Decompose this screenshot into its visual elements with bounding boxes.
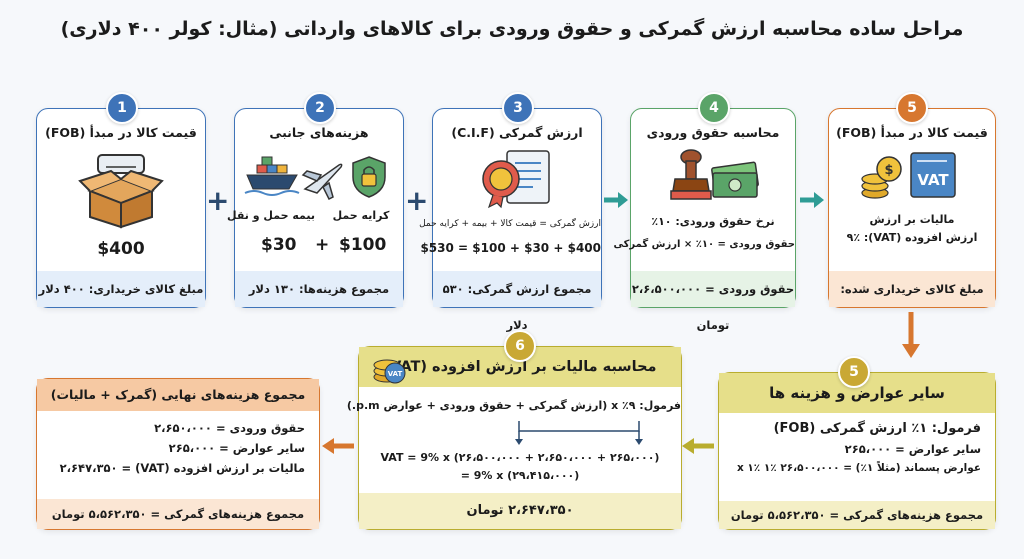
vat-calculation-2: = 9% x (۲۹،۴۱۵،۰۰۰) — [460, 469, 580, 482]
arrow-right-icon — [604, 192, 628, 208]
plus-icon: + — [405, 184, 429, 217]
step-3-card: ارزش گمرکی (C.I.F) ارزش گمرکی = قیمت کال… — [419, 108, 602, 332]
step-5-heading: قیمت کالا در مبدأ (FOB) — [836, 125, 988, 140]
final-duty: حقوق ورودی = ۲،۶۵۰،۰۰۰ — [154, 421, 305, 435]
step-1-heading: قیمت کالا در مبدأ (FOB) — [45, 125, 197, 140]
cash-icon — [711, 161, 759, 198]
vat-label-1: مالیات بر ارزش — [869, 213, 955, 226]
svg-text:$: $ — [884, 163, 893, 178]
step-2-badge: 2 — [304, 92, 336, 124]
vat-coin-label: VAT — [388, 370, 403, 378]
arrow-down-icon — [902, 312, 920, 358]
step-5-badge: 5 — [896, 92, 928, 124]
box-icon — [78, 154, 164, 229]
step-4-footer: حقوق ورودی = ۲،۶،۵۰۰،۰۰۰ تومان — [631, 271, 795, 332]
step-2-footer: مجموع هزینه‌ها: ۱۳۰ دلار — [235, 271, 403, 307]
step-4-card: محاسبه حقوق ورودی نرخ حقوق ورودی: ۱۰٪ حق… — [613, 108, 796, 332]
vat-calculation-1: VAT = 9% x (۲۶،۵۰۰،۰۰۰ + ۲،۶۵۰،۰۰۰ + ۲۶۵… — [380, 451, 660, 464]
step-5-card: قیمت کالا در مبدأ (FOB) $ VAT مالیات بر … — [828, 108, 996, 308]
step-6-heading: محاسبه مالیات بر ارزش افزوده (VAT) — [359, 347, 681, 387]
final-summary-heading: مجموع هزینه‌های نهایی (گمرک + مالیات) — [37, 379, 319, 411]
insurance-label: بیمه حمل و نقل — [227, 209, 315, 222]
vat-document-label: VAT — [917, 171, 949, 189]
formula-arrows — [515, 421, 643, 445]
final-summary-card: مجموع هزینه‌های نهایی (گمرک + مالیات) حق… — [36, 378, 320, 530]
step-2-heading: هزینه‌های جانبی — [269, 125, 369, 140]
step-2-card: هزینه‌های جانبی کرایه حمل بیمه حمل و نقل… — [227, 108, 404, 308]
final-summary-footer: مجموع هزینه‌های گمرکی = ۵،۵۶۲،۳۵۰ تومان — [37, 499, 319, 529]
step-6-footer: ۲،۶۴۷،۳۵۰ تومان — [359, 493, 681, 529]
shield-lock-icon — [352, 156, 386, 198]
cargo-ship-icon — [244, 156, 300, 196]
cif-calculation: $400 + $30 + $100 = $530 — [420, 241, 601, 255]
coins-icon: $ — [861, 156, 902, 199]
airplane-icon — [301, 163, 343, 201]
step-3-heading: ارزش گمرکی (C.I.F) — [451, 125, 583, 140]
arrow-left-icon — [322, 438, 354, 454]
step-6-card: محاسبه مالیات بر ارزش افزوده (VAT) VAT ف… — [346, 346, 682, 530]
final-vat: مالیات بر ارزش افزوده (VAT) = ۲،۶۴۷،۳۵۰ — [59, 461, 305, 475]
insurance-value: $30 — [261, 235, 297, 255]
vat-label-2: ارزش افزوده (VAT): ۹٪ — [846, 231, 978, 244]
freight-label: کرایه حمل — [332, 209, 390, 222]
duty-rate: نرخ حقوق ورودی: ۱۰٪ — [651, 215, 775, 228]
plus-icon: + — [206, 184, 230, 217]
step-1-card: قیمت کالا در مبدأ (FOB) $400 مبلغ کالای … — [36, 108, 206, 308]
step-4-badge: 4 — [698, 92, 730, 124]
plus-sign: + — [315, 235, 330, 255]
vat-document-icon: VAT — [910, 152, 956, 198]
final-other-duties: سایر عوارض = ۲۶۵،۰۰۰ — [168, 441, 305, 455]
cif-formula: ارزش گمرکی = قیمت کالا + بیمه + کرایه حم… — [419, 219, 601, 229]
certificate-icon — [482, 150, 550, 209]
step-4-heading: محاسبه حقوق ورودی — [646, 125, 780, 140]
vat-coins-icon: VAT — [373, 359, 406, 384]
freight-value: $100 — [339, 235, 387, 255]
other-duties-formula: فرمول: ۱٪ ارزش گمرکی (FOB) — [773, 421, 981, 436]
other-duties-footer: مجموع هزینه‌های گمرکی = ۵،۵۶۲،۳۵۰ تومان — [719, 501, 995, 529]
step-1-footer: مبلغ کالای خریداری: ۴۰۰ دلار — [37, 271, 205, 307]
waste-duty: عوارض پسماند (مثلاً ۱٪) = ۲۶،۵۰۰،۰۰۰ x ۱… — [736, 462, 981, 474]
stamp-icon — [670, 149, 712, 200]
other-duties-badge: 5 — [838, 356, 870, 388]
step-5-footer: مبلغ کالای خریداری شده: — [829, 271, 995, 307]
other-duties-card: سایر عوارض و هزینه ها فرمول: ۱٪ ارزش گمر… — [718, 372, 996, 530]
step-1-badge: 1 — [106, 92, 138, 124]
arrow-left-icon — [682, 438, 714, 454]
page-title: مراحل ساده محاسبه ارزش گمرکی و حقوق ورود… — [60, 18, 964, 40]
vat-formula: فرمول: ۹٪ x (ارزش گمرکی + حقوق ورودی + ع… — [346, 399, 681, 412]
arrow-right-icon — [800, 192, 824, 208]
duty-calculation: حقوق ورودی = ۱۰٪ × ارزش گمرکی — [613, 239, 796, 250]
step-3-footer: مجموع ارزش گمرکی: ۵۳۰ دلار — [433, 271, 601, 332]
step-6-badge: 6 — [504, 330, 536, 362]
step-1-price: $400 — [97, 239, 145, 259]
step-3-badge: 3 — [502, 92, 534, 124]
other-duties-value: سایر عوارض = ۲۶۵،۰۰۰ — [844, 442, 981, 456]
